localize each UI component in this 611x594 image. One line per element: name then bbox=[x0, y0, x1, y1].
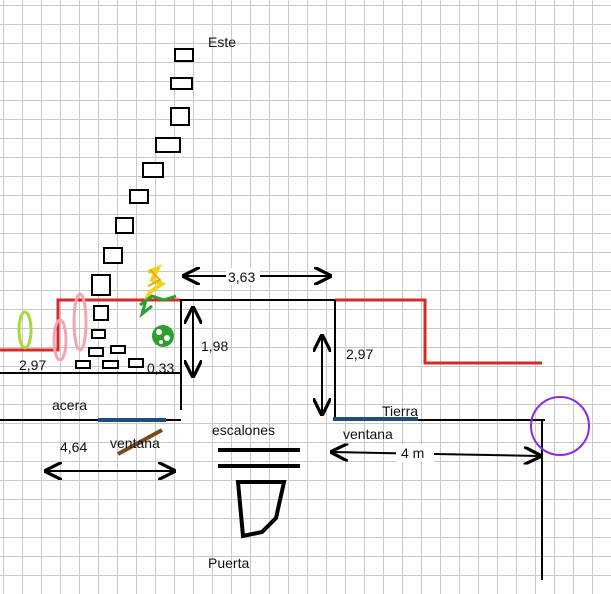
label-acera: acera bbox=[52, 397, 87, 413]
trail-box bbox=[115, 217, 134, 234]
lime-loop-icon bbox=[17, 310, 33, 350]
label-dim-297-left: 2,97 bbox=[19, 357, 46, 373]
purple-circle-marker bbox=[530, 396, 590, 456]
label-puerta: Puerta bbox=[208, 555, 249, 571]
plant-green-blob bbox=[152, 325, 174, 347]
stairs-symbol bbox=[218, 448, 300, 468]
trail-box bbox=[88, 347, 104, 357]
door-symbol bbox=[235, 480, 287, 539]
trail-box bbox=[170, 77, 193, 90]
label-gap bbox=[226, 268, 260, 285]
label-escalones: escalones bbox=[212, 422, 275, 438]
label-dim-4m: 4 m bbox=[401, 445, 424, 461]
label-dim-198: 1,98 bbox=[201, 338, 228, 354]
label-gap bbox=[396, 444, 434, 462]
trail-box bbox=[75, 360, 91, 369]
box-trail bbox=[75, 48, 194, 369]
plant-yellow-green bbox=[139, 264, 177, 319]
trail-box bbox=[91, 329, 106, 339]
trail-box bbox=[91, 274, 111, 296]
trail-box bbox=[93, 305, 109, 321]
label-dim-363: 3,63 bbox=[228, 269, 255, 285]
pink-loop-icon bbox=[52, 318, 68, 362]
trail-box bbox=[128, 358, 144, 368]
label-dim-297-right: 2,97 bbox=[346, 346, 373, 362]
brown-stick bbox=[117, 428, 163, 456]
red-wall-outline bbox=[0, 298, 542, 365]
trail-box bbox=[103, 247, 123, 264]
label-ventana-right: ventana bbox=[343, 426, 393, 442]
label-dim-464: 4,64 bbox=[60, 439, 87, 455]
label-dim-033: 0,33 bbox=[147, 360, 174, 376]
trail-box bbox=[142, 162, 164, 178]
red-wall-left bbox=[0, 298, 180, 352]
label-ventana-left: ventana bbox=[110, 435, 160, 451]
trail-box bbox=[102, 360, 119, 369]
trail-box bbox=[170, 107, 190, 126]
pink-loop-icon bbox=[72, 292, 88, 352]
trail-box bbox=[155, 137, 181, 153]
windows bbox=[98, 417, 418, 422]
label-tierra: Tierra bbox=[382, 403, 418, 419]
trail-box bbox=[110, 345, 126, 354]
trail-box bbox=[129, 189, 149, 204]
label-este: Este bbox=[208, 34, 236, 50]
red-wall-right bbox=[335, 298, 542, 365]
arrow-4m bbox=[332, 452, 540, 456]
trail-box bbox=[174, 48, 194, 62]
